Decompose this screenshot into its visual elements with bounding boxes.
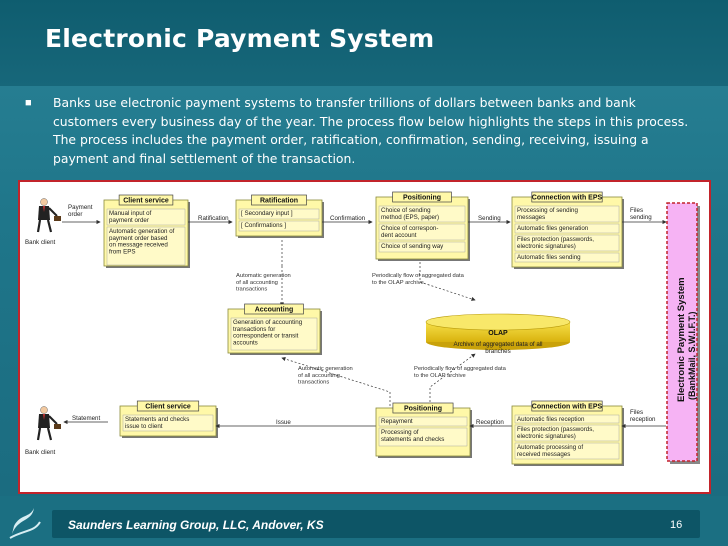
connection-top-box-item-2 bbox=[514, 234, 620, 252]
positioning-top-box-item-text-2: Choice of sending way bbox=[381, 243, 444, 250]
eps-sublabel: (BankMail, S.W.I.F.T.) bbox=[687, 311, 697, 400]
bank-client-bottom-label: Bank client bbox=[25, 449, 56, 456]
olap-title: OLAP bbox=[488, 330, 508, 337]
connection-bottom-box-item-text-1: Files protection (passwords,electronic s… bbox=[517, 426, 594, 440]
connection-top-box-item-1 bbox=[514, 223, 620, 234]
slide-body-text: Banks use electronic payment systems to … bbox=[53, 95, 689, 166]
confirmation-edge-label: Confirmation bbox=[330, 215, 366, 222]
connection-bottom-box-item-2 bbox=[514, 442, 620, 460]
connection-bottom-box-item-1 bbox=[514, 424, 620, 442]
ratification-box-item-0 bbox=[238, 208, 320, 220]
accounting-box-item-0 bbox=[230, 317, 318, 351]
sending-edge-label: Sending bbox=[478, 215, 501, 222]
arrow-auto-gen-bottom bbox=[281, 357, 391, 414]
positioning-top-box-item-1 bbox=[378, 223, 466, 241]
client-service-bottom-box-title-tab bbox=[136, 400, 200, 412]
olap-top bbox=[425, 313, 571, 331]
ratification-box-title: Ratification bbox=[260, 198, 298, 205]
connection-top-box-item-text-1: Automatic files generation bbox=[517, 225, 589, 232]
client-service-top-box-title-tab bbox=[118, 194, 174, 206]
positioning-bottom-box-title-tab bbox=[392, 402, 454, 414]
eps-label: Electronic Payment System bbox=[676, 277, 687, 402]
connection-top-box-title: Connection with EPS bbox=[532, 195, 603, 202]
ratification-box-item-text-0: [ Secondary input ] bbox=[241, 210, 293, 217]
statement-label: Statement bbox=[72, 415, 100, 422]
connection-top-box-item-0 bbox=[514, 205, 620, 223]
positioning-top-box-item-0 bbox=[378, 205, 466, 223]
accounting-box-title: Accounting bbox=[255, 307, 294, 314]
eps-box bbox=[666, 202, 698, 462]
arrow-periodic-top bbox=[419, 262, 476, 301]
client-service-top-box-item-0 bbox=[106, 208, 186, 226]
ratification-box-title-tab bbox=[251, 194, 307, 206]
connection-bottom-box-title-tab bbox=[531, 400, 603, 412]
positioning-top-box-item-2 bbox=[378, 241, 466, 253]
connection-bottom-box-item-0 bbox=[514, 414, 620, 424]
ratification-box-item-1 bbox=[238, 220, 320, 232]
connection-top-box-item-text-2: Files protection (passwords,electronic s… bbox=[517, 236, 594, 250]
positioning-bottom-box-item-0 bbox=[378, 416, 468, 427]
positioning-top-box-title-tab bbox=[392, 191, 452, 203]
bank-client-bottom-icon bbox=[36, 406, 61, 441]
client-service-top-box-title: Client service bbox=[123, 198, 169, 205]
positioning-top-box-title: Positioning bbox=[403, 195, 441, 202]
accounting-box-title-tab bbox=[244, 303, 304, 315]
ratification-edge-label: Ratification bbox=[198, 215, 229, 222]
positioning-top-box-item-text-1: Choice of correspon-dent account bbox=[381, 225, 438, 239]
title-bar bbox=[0, 0, 728, 86]
connection-top-box-title-tab bbox=[531, 191, 603, 203]
positioning-bottom-box-item-text-0: Repayment bbox=[381, 418, 413, 425]
ratification-box-item-text-1: [ Confirmations ] bbox=[241, 222, 286, 229]
client-service-bottom-box-item-0 bbox=[122, 414, 214, 432]
bullet-icon: ■ bbox=[25, 97, 32, 109]
positioning-bottom-box-title: Positioning bbox=[404, 406, 442, 413]
client-service-bottom-box-title: Client service bbox=[145, 404, 191, 411]
connection-top-box-item-3 bbox=[514, 252, 620, 263]
connection-bottom-box-item-text-0: Automatic files reception bbox=[517, 416, 585, 423]
footer-text: Saunders Learning Group, LLC, Andover, K… bbox=[68, 518, 324, 532]
connection-bottom-box-title: Connection with EPS bbox=[532, 404, 603, 411]
company-logo bbox=[4, 496, 44, 542]
footer-panel bbox=[52, 510, 700, 538]
slide-title: Electronic Payment System bbox=[45, 24, 435, 53]
page-number: 16 bbox=[670, 519, 683, 531]
reception-left-edge-label: Reception bbox=[476, 419, 504, 426]
issue-edge-label: Issue bbox=[276, 419, 291, 426]
bank-client-top-label: Bank client bbox=[25, 239, 56, 246]
client-service-top-box-item-1 bbox=[106, 226, 186, 266]
positioning-bottom-box-item-1 bbox=[378, 427, 468, 447]
bank-client-top-icon bbox=[36, 198, 61, 233]
connection-top-box-item-text-3: Automatic files sending bbox=[517, 254, 581, 261]
